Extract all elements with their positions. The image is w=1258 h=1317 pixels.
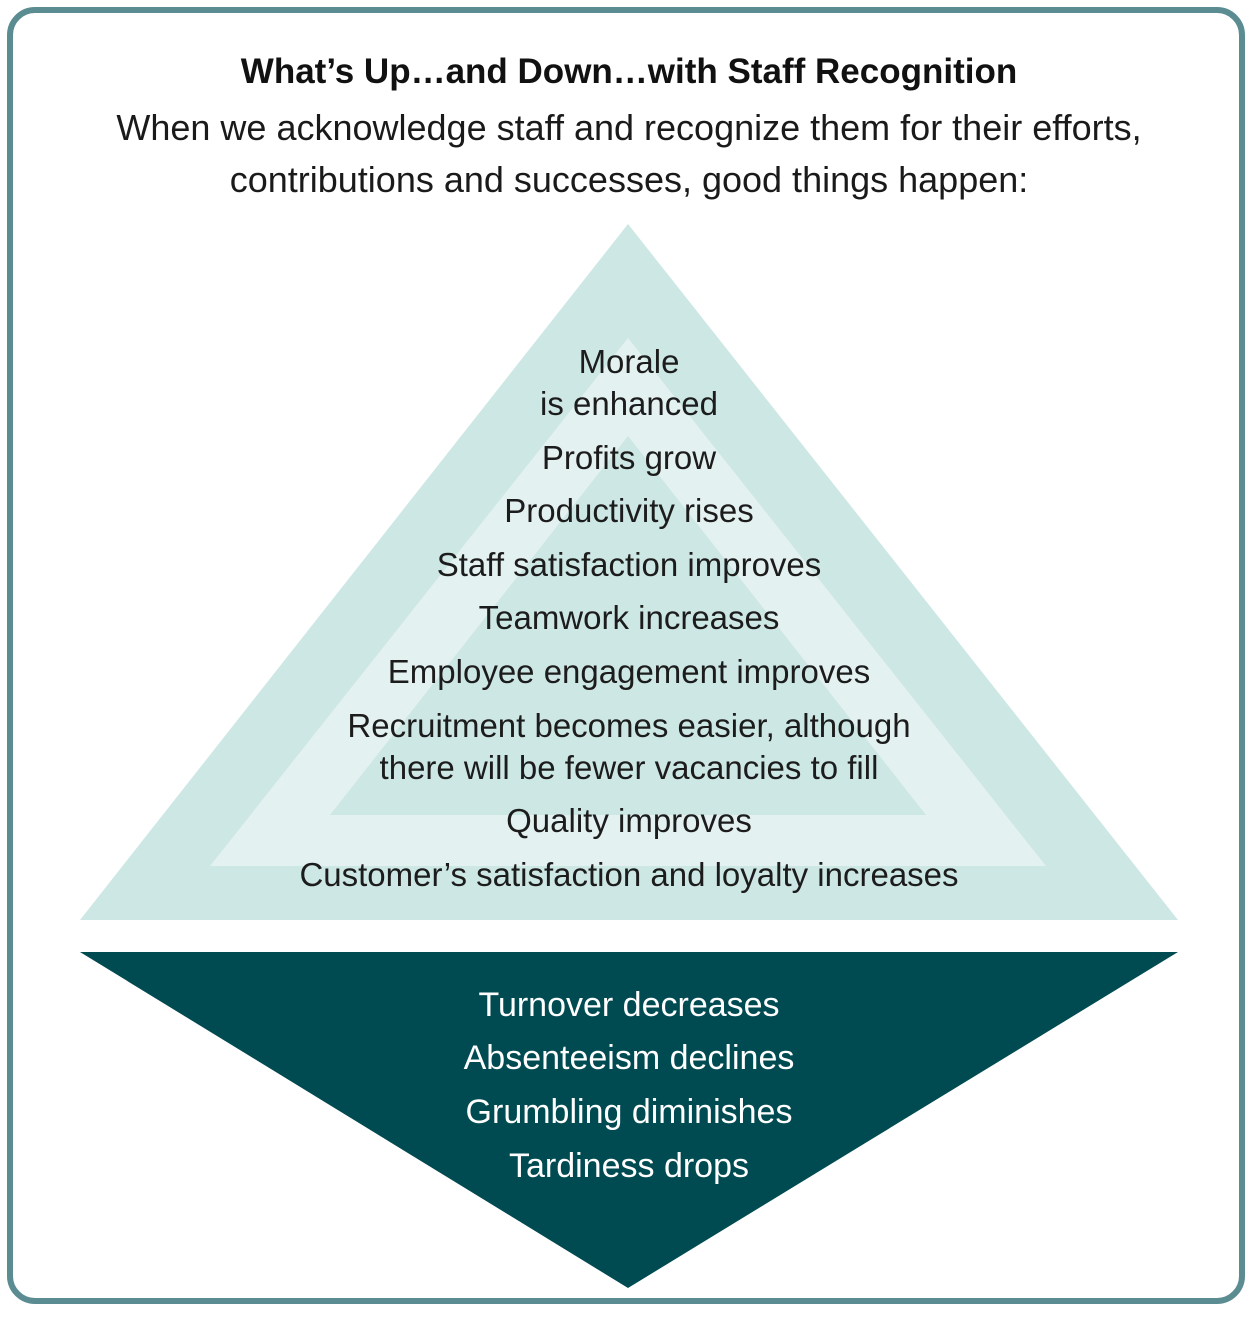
diagram-title: What’s Up…and Down…with Staff Recognitio… (240, 52, 1018, 91)
up-item-customer: Customer’s satisfaction and loyalty incr… (299, 856, 959, 893)
up-item-profits: Profits grow (541, 439, 717, 476)
up-item-recruitment: Recruitment becomes easier, although (347, 707, 911, 744)
down-item-turnover: Turnover decreases (478, 986, 780, 1024)
down-triangle (80, 952, 1178, 1288)
up-item-morale-2: is enhanced (540, 385, 718, 422)
up-item-morale: Morale (578, 343, 680, 380)
down-item-grumbling: Grumbling diminishes (465, 1093, 793, 1131)
intro-text: When we acknowledge staff and recognize … (116, 107, 1142, 200)
up-triangle-inner (330, 436, 926, 815)
up-item-recruitment-2: there will be fewer vacancies to fill (379, 749, 879, 786)
down-item-tardiness: Tardiness drops (508, 1147, 749, 1185)
up-item-teamwork: Teamwork increases (478, 599, 780, 636)
up-item-satisfaction: Staff satisfaction improves (436, 546, 822, 583)
up-item-quality: Quality improves (506, 802, 752, 839)
up-item-productivity: Productivity rises (504, 492, 754, 529)
up-item-engagement: Employee engagement improves (387, 653, 871, 690)
down-item-absenteeism: Absenteeism declines (463, 1039, 795, 1077)
